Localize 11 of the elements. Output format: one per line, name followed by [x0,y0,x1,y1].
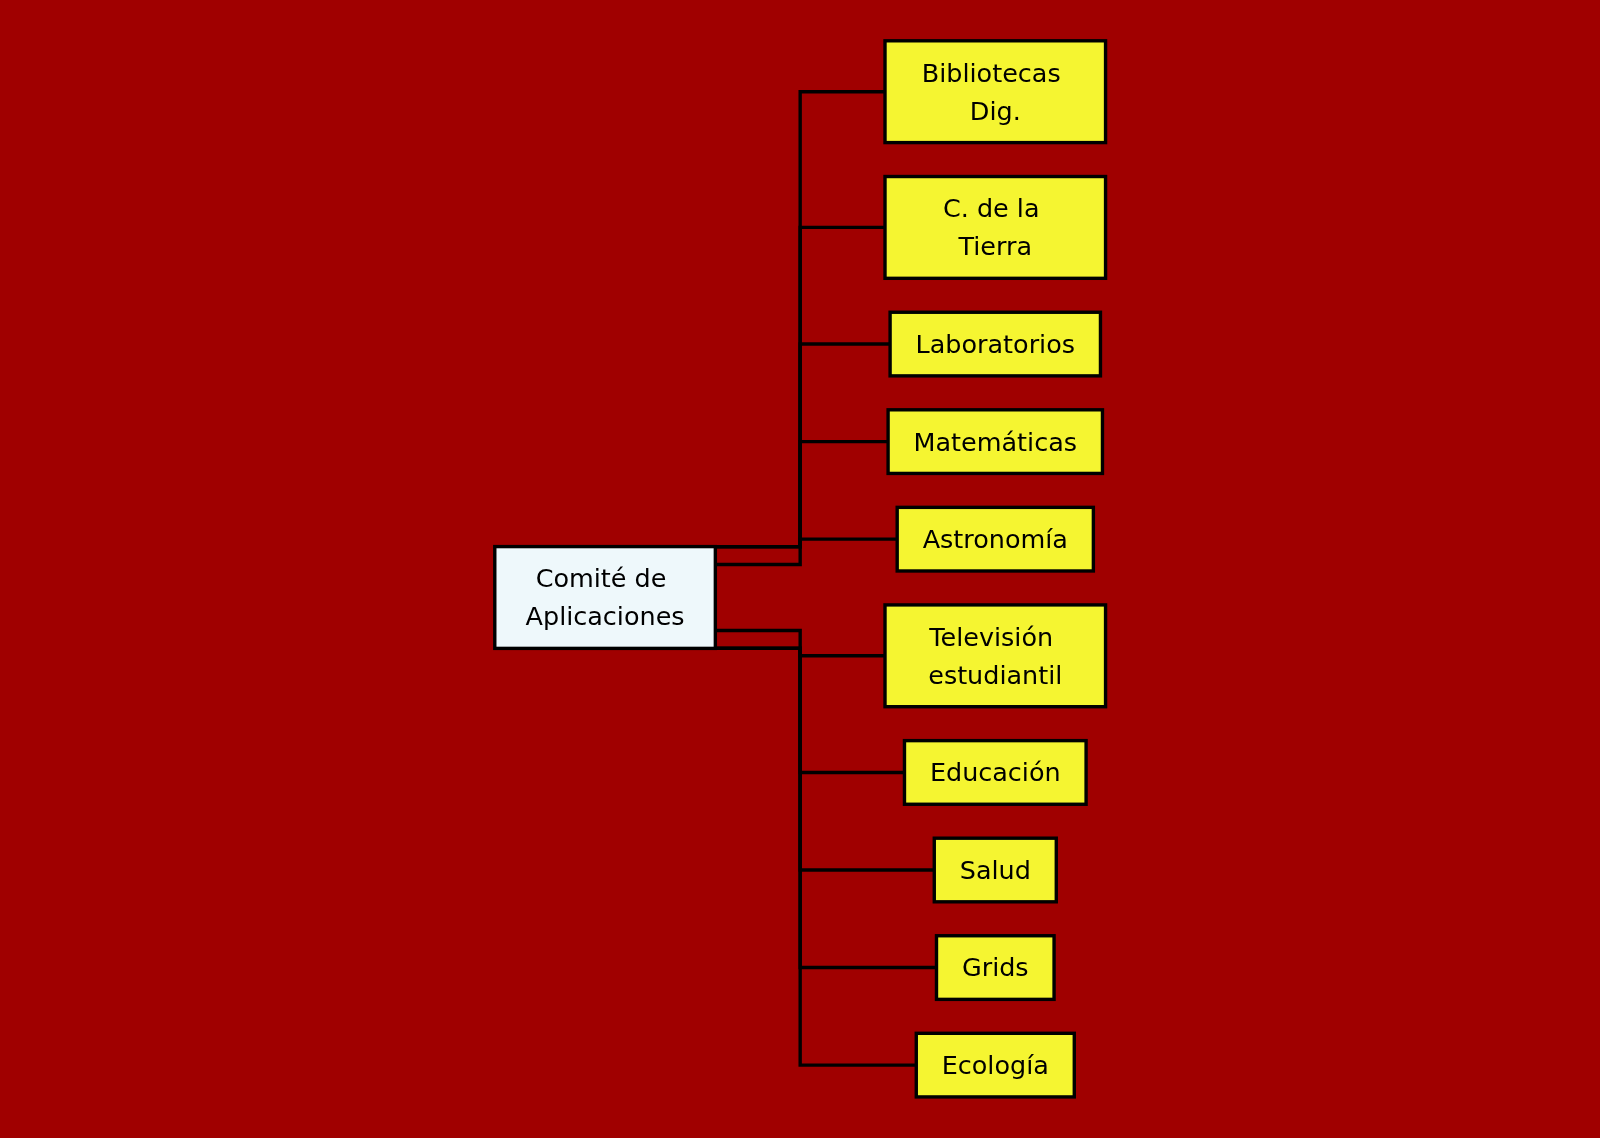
node-box: Matemáticas [886,408,1104,476]
node-box: Educación [902,739,1088,807]
node-box: Astronomía [895,505,1095,573]
node-box: Grids [934,934,1056,1002]
node-box: Televisión estudiantil [883,603,1108,709]
node-box: Salud [932,836,1058,904]
node-box: Ecología [914,1031,1076,1099]
node-box: Comité de Aplicaciones [492,545,717,651]
node-box: C. de la Tierra [883,174,1108,281]
node-box: Laboratorios [888,310,1102,378]
node-box: Bibliotecas Dig. [883,39,1108,145]
